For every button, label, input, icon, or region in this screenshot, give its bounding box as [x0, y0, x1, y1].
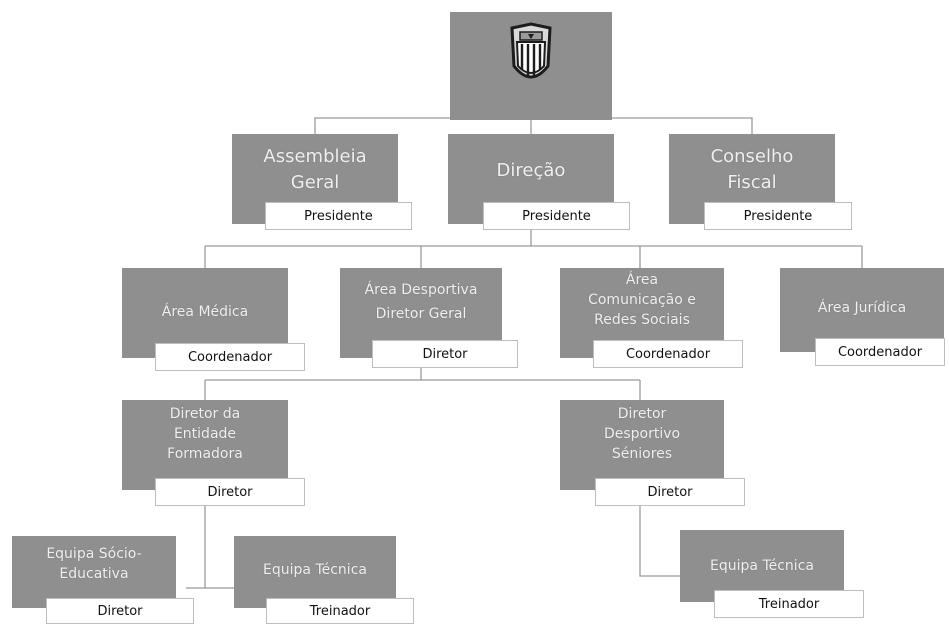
node-title: Diretor Desportivo Séniores	[603, 406, 681, 462]
role-diretor-formadora: Diretor	[155, 478, 305, 506]
node-title: Área Comunicação e Redes Sociais	[588, 272, 696, 328]
role-presidente-direcao: Presidente	[483, 202, 630, 230]
node-title: Área Jurídica	[817, 300, 907, 316]
club-crest	[450, 12, 612, 120]
node-area-desportiva: Área Desportiva Diretor Geral	[340, 268, 502, 358]
role-treinador-formacao: Treinador	[266, 598, 414, 624]
role-presidente-assembleia: Presidente	[265, 202, 412, 230]
role-presidente-conselho: Presidente	[704, 202, 852, 230]
node-equipa-socio-educativa: Equipa Sócio- Educativa	[12, 536, 176, 608]
node-title: Diretor da Entidade Formadora	[167, 406, 243, 462]
node-title: Assembleia Geral	[263, 146, 367, 193]
role-coordenador-medica: Coordenador	[155, 343, 305, 371]
role-diretor-socio-educativa: Diretor	[46, 598, 194, 624]
node-title: Área Médica	[161, 304, 249, 320]
role-treinador-seniores: Treinador	[714, 590, 864, 618]
node-title: Área Desportiva Diretor Geral	[364, 282, 478, 322]
club-crest-icon	[510, 22, 552, 79]
role-diretor-desportiva: Diretor	[372, 340, 518, 368]
node-entidade-formadora: Diretor da Entidade Formadora	[122, 400, 288, 490]
node-title: Direção	[496, 160, 566, 181]
node-title: Equipa Sócio- Educativa	[46, 546, 142, 582]
role-diretor-seniores: Diretor	[595, 478, 745, 506]
node-equipa-tecnica-formacao: Equipa Técnica	[234, 536, 396, 608]
node-title: Equipa Técnica	[710, 558, 814, 574]
node-title: Equipa Técnica	[263, 562, 367, 578]
node-title: Conselho Fiscal	[710, 146, 794, 193]
role-coordenador-juridica: Coordenador	[815, 338, 945, 366]
role-coordenador-comunicacao: Coordenador	[593, 340, 743, 368]
node-desportivo-seniores: Diretor Desportivo Séniores	[560, 400, 724, 490]
